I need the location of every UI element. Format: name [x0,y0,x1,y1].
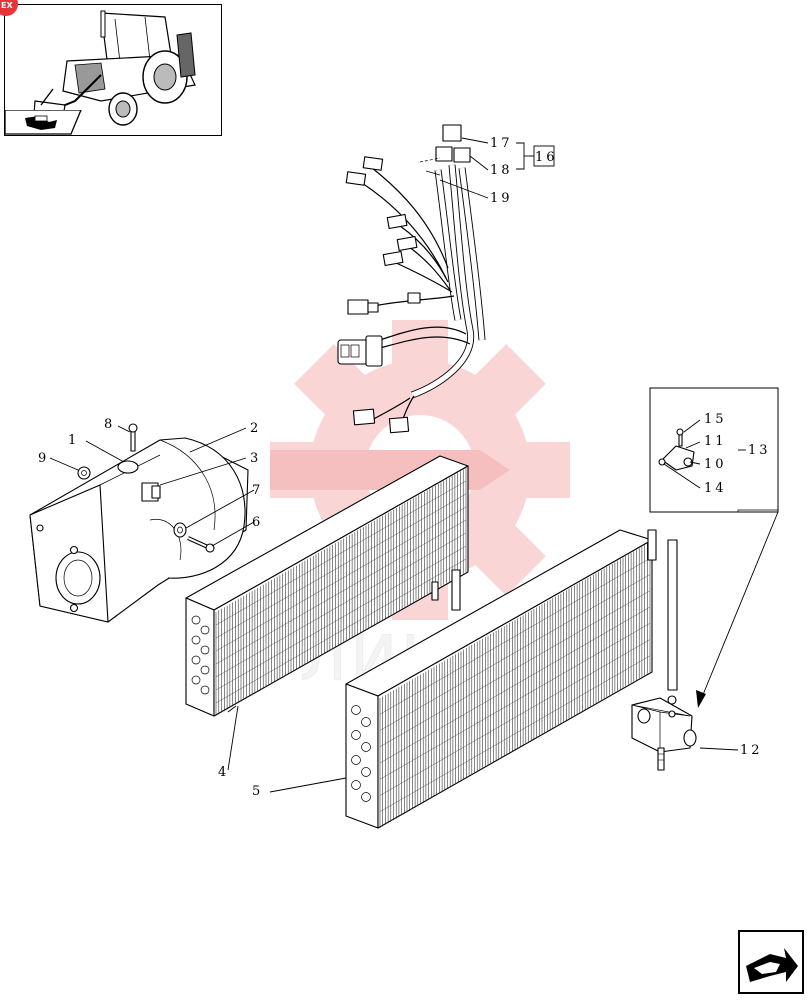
tube-line [379,558,651,715]
callout-labels: 1 2 3 4 5 6 7 8 9 10 11 12 13 14 15 16 1… [38,136,771,799]
tube-line [379,606,651,764]
tube-line [379,655,651,812]
callout-7: 7 [252,483,263,498]
svg-text:EX: EX [1,1,13,10]
next-page-arrow-icon [746,948,798,982]
evaporator-core-lower [345,529,678,829]
callout-11: 11 [704,434,727,449]
callout-4: 4 [218,765,229,780]
callout-17: 17 [490,136,513,151]
callout-3: 3 [250,451,261,466]
callout-8: 8 [104,417,115,432]
tube-line [215,506,467,652]
tube-line [215,480,467,626]
callout-15: 15 [704,412,727,427]
callout-12: 12 [740,743,763,758]
expansion-valve [631,697,697,771]
callout-5: 5 [252,784,263,799]
callout-1: 1 [68,433,79,448]
tube-line [215,493,467,639]
callout-16: 16 [535,150,558,165]
callout-19: 19 [490,191,513,206]
tube-line [379,574,651,731]
evaporator-core-upper [185,455,469,717]
tube-line [215,545,467,691]
wiring-harness [337,124,486,434]
next-page-button[interactable] [738,930,804,994]
callout-9: 9 [38,451,49,466]
callout-13: 13 [748,443,771,458]
tube-line [215,519,467,665]
callout-16-box [533,145,555,167]
callout-2: 2 [250,421,261,436]
blower-housing [29,423,249,623]
tube-line [215,532,467,678]
machine-thumbnail [4,4,222,136]
cab-section-icon [5,110,82,135]
callout-6: 6 [252,515,263,530]
corner-badge: EX [0,0,18,16]
callout-10: 10 [704,457,727,472]
callout-14: 14 [704,481,727,496]
detail-box-13 [649,387,779,708]
callout-18: 18 [490,163,513,178]
tube-line [379,590,651,747]
tube-line [379,639,651,796]
leader-lines [49,137,746,793]
tube-line [215,558,467,704]
tube-line [379,623,651,780]
